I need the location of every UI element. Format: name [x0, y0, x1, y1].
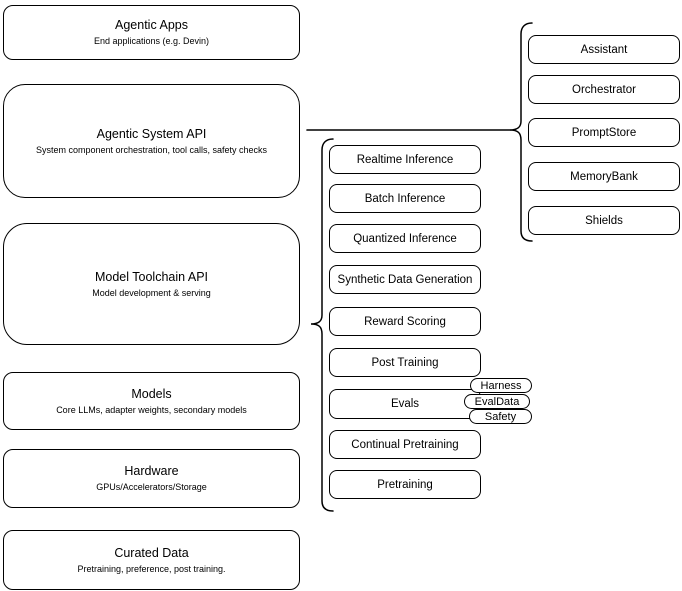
layer-title: Curated Data [114, 545, 189, 560]
layer-title: Model Toolchain API [94, 269, 209, 284]
node-synthetic-data-generation: Synthetic Data Generation [329, 265, 481, 294]
tag-safety: Safety [469, 409, 532, 424]
layer-models: Models Core LLMs, adapter weights, secon… [3, 372, 300, 430]
node-label: PromptStore [571, 126, 637, 139]
node-batch-inference: Batch Inference [329, 184, 481, 213]
layer-model-toolchain-api: Model Toolchain API Model development & … [3, 223, 300, 345]
tag-evaldata: EvalData [464, 394, 530, 409]
tag-label: Harness [480, 379, 522, 392]
layer-subtitle: End applications (e.g. Devin) [93, 36, 210, 46]
node-label: Pretraining [377, 478, 433, 491]
layer-title: Agentic Apps [115, 18, 188, 32]
layer-title: Agentic System API [96, 126, 207, 141]
node-label: Orchestrator [572, 83, 636, 96]
tag-label: Safety [484, 410, 517, 423]
node-reward-scoring: Reward Scoring [329, 307, 481, 336]
node-realtime-inference: Realtime Inference [329, 145, 481, 174]
layer-agentic-system-api: Agentic System API System component orch… [3, 84, 300, 198]
node-label: Realtime Inference [356, 153, 454, 166]
component-orchestrator: Orchestrator [528, 75, 680, 104]
layer-agentic-apps: Agentic Apps End applications (e.g. Devi… [3, 5, 300, 60]
layer-title: Models [131, 386, 172, 401]
node-label: Shields [585, 214, 623, 227]
node-label: Synthetic Data Generation [337, 273, 473, 286]
node-continual-pretraining: Continual Pretraining [329, 430, 481, 459]
node-label: Assistant [580, 43, 628, 56]
layer-subtitle: GPUs/Accelerators/Storage [96, 482, 207, 492]
node-pretraining: Pretraining [329, 470, 481, 499]
layer-subtitle: Pretraining, preference, post training. [77, 563, 226, 574]
node-label: Post Training [371, 356, 439, 369]
node-post-training: Post Training [329, 348, 481, 377]
layer-subtitle: Core LLMs, adapter weights, secondary mo… [56, 404, 247, 415]
node-evals: Evals [329, 389, 481, 419]
tag-label: EvalData [474, 395, 520, 408]
layer-curated-data: Curated Data Pretraining, preference, po… [3, 530, 300, 590]
node-label: MemoryBank [570, 170, 638, 183]
node-label: Quantized Inference [353, 232, 457, 245]
component-promptstore: PromptStore [528, 118, 680, 147]
node-label: Batch Inference [364, 192, 446, 205]
component-shields: Shields [528, 206, 680, 235]
tag-harness: Harness [470, 378, 532, 393]
node-label: Reward Scoring [364, 315, 446, 328]
node-label: Continual Pretraining [351, 438, 459, 451]
layer-subtitle: System component orchestration, tool cal… [35, 144, 268, 155]
component-memorybank: MemoryBank [528, 162, 680, 191]
node-label: Evals [390, 398, 420, 410]
layer-title: Hardware [124, 464, 179, 478]
layer-hardware: Hardware GPUs/Accelerators/Storage [3, 449, 300, 508]
component-assistant: Assistant [528, 35, 680, 64]
layer-subtitle: Model development & serving [92, 287, 211, 298]
node-quantized-inference: Quantized Inference [329, 224, 481, 253]
